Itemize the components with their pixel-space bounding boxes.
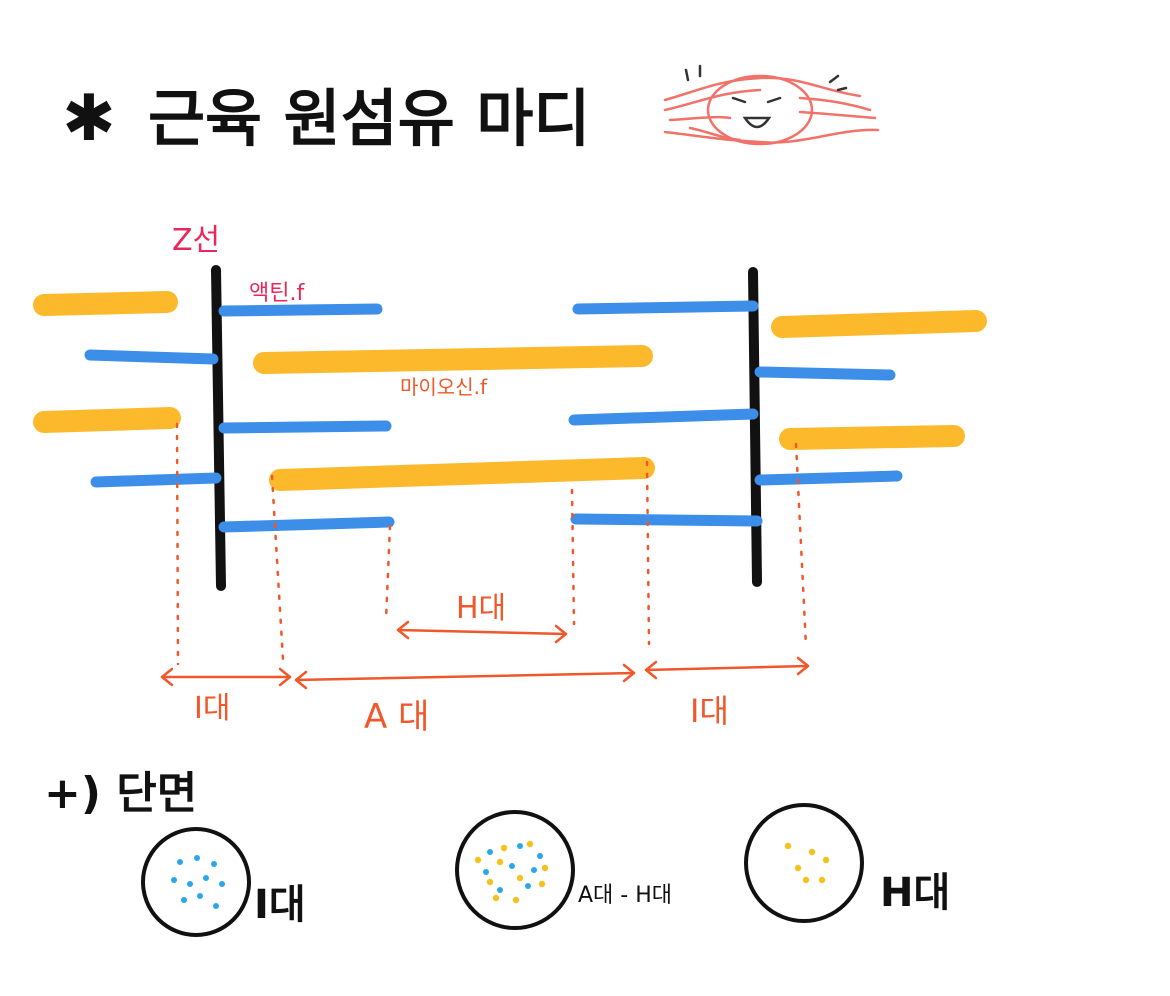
title-group: ✱ 근육 원섬유 마디 <box>62 82 590 156</box>
myosin-dot <box>496 858 504 866</box>
actin-filament <box>90 472 222 488</box>
myosin-dot <box>822 856 830 864</box>
i-band-right-label: I대 <box>690 692 729 730</box>
myosin-filament <box>33 407 181 433</box>
cross-section-a-minus-h-band: A대 - H대 <box>455 810 672 930</box>
actin-filament <box>754 470 903 486</box>
actin-dot <box>517 843 523 849</box>
actin-filament <box>218 516 395 533</box>
actin-dot <box>194 855 200 861</box>
myosin-dot <box>474 856 482 864</box>
myosin-dot <box>526 840 534 848</box>
myosin-dot <box>784 842 792 850</box>
myosin-dot <box>500 844 508 852</box>
a-band-label: A 대 <box>364 697 429 737</box>
myosin-filament <box>253 345 653 374</box>
page-title: 근육 원섬유 마디 <box>148 82 590 155</box>
cross-section-circle <box>744 803 864 923</box>
h-band-label: H대 <box>456 591 506 626</box>
cross-section-label: H대 <box>880 870 950 916</box>
i-band-right-arrow <box>644 656 810 680</box>
myosin-dot <box>818 876 826 884</box>
actin-dot <box>171 877 177 883</box>
actin-filament <box>572 300 759 315</box>
actin-dot <box>211 861 217 867</box>
actin-dot <box>177 859 183 865</box>
actin-dot <box>203 875 209 881</box>
cross-section-circle <box>455 810 575 930</box>
actin-filament <box>84 349 219 365</box>
myosin-filament <box>771 310 987 338</box>
guide-line <box>794 442 808 648</box>
actin-dot <box>537 853 543 859</box>
actin-filament <box>754 366 896 381</box>
actin-filament <box>218 303 383 317</box>
myosin-filaments <box>33 291 987 491</box>
smiling-muscle-fiber-icon <box>663 64 880 146</box>
h-band-arrow <box>396 620 568 644</box>
guide-line <box>384 524 392 622</box>
myosin-dot <box>794 864 802 872</box>
myosin-label: 마이오신.f <box>400 375 488 399</box>
i-band-left-label: I대 <box>194 691 230 726</box>
cross-section-label: I대 <box>254 882 306 928</box>
myosin-filament <box>779 425 965 450</box>
actin-dot <box>219 881 225 887</box>
actin-label: 액틴.f <box>249 281 305 306</box>
myosin-filament <box>269 457 655 491</box>
band-labels: H대 I대 A 대 I대 <box>194 591 729 737</box>
cross-section-heading: +) 단면 <box>44 768 197 819</box>
actin-filament <box>570 513 763 527</box>
myosin-dot <box>538 880 546 888</box>
guide-line <box>270 474 285 662</box>
cross-section-label: A대 - H대 <box>578 883 672 908</box>
actin-dot <box>197 893 203 899</box>
actin-filaments <box>84 300 903 533</box>
actin-dot <box>509 863 515 869</box>
myosin-dot <box>486 878 494 886</box>
cross-section-h-band: H대 <box>744 803 950 923</box>
i-band-left-arrow <box>160 667 292 687</box>
myosin-filament <box>33 291 178 316</box>
z-line-right <box>748 267 762 587</box>
actin-filament <box>218 420 392 434</box>
myosin-dot <box>541 864 549 872</box>
actin-dot <box>497 887 503 893</box>
actin-dot <box>181 897 187 903</box>
actin-dot <box>531 867 537 873</box>
band-arrows <box>160 620 810 690</box>
actin-dot <box>483 869 489 875</box>
myosin-dot <box>512 896 520 904</box>
title-asterisk-icon: ✱ <box>62 82 116 156</box>
actin-dot <box>487 849 493 855</box>
cross-section-circle <box>141 827 251 937</box>
z-line-label: Z선 <box>172 223 220 258</box>
a-band-arrow <box>294 663 636 690</box>
myosin-dot <box>492 894 500 902</box>
actin-filament <box>568 408 759 426</box>
actin-dot <box>525 883 531 889</box>
actin-dot <box>187 881 193 887</box>
myosin-dot <box>808 848 816 856</box>
actin-dot <box>213 903 219 909</box>
myosin-dot <box>516 874 524 882</box>
myosin-dot <box>802 876 810 884</box>
guide-line <box>175 422 180 666</box>
guide-line <box>645 460 651 646</box>
guide-line <box>570 488 576 626</box>
band-guide-lines <box>175 422 808 666</box>
cross-section-i-band: I대 <box>141 827 306 937</box>
